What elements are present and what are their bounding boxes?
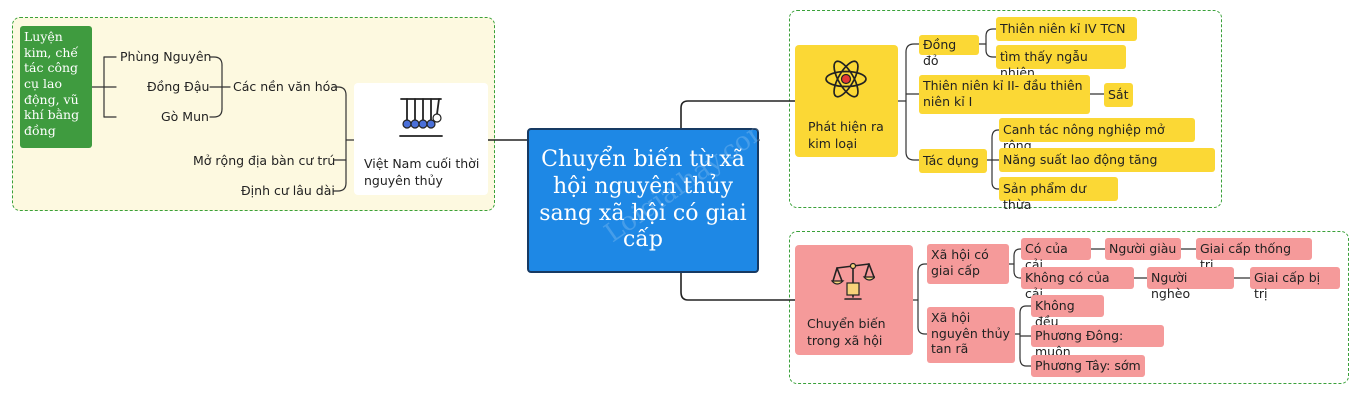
cultures-label[interactable]: Các nền văn hóa bbox=[233, 79, 338, 94]
effect-node[interactable]: Tác dụng bbox=[919, 149, 987, 173]
left-main-card[interactable]: Việt Nam cuối thời nguyên thủy bbox=[354, 83, 488, 195]
poor-label: Người nghèo bbox=[1151, 270, 1191, 301]
effect-farming-node[interactable]: Canh tác nông nghiệp mở rộng bbox=[999, 118, 1195, 153]
metal-main-card[interactable]: Phát hiện ra kim loại bbox=[795, 45, 898, 157]
west-early-node[interactable]: Phương Tây: sớm bbox=[1031, 355, 1145, 377]
iron-node[interactable]: Sắt bbox=[1104, 83, 1133, 107]
ruled-class-label: Giai cấp bị trị bbox=[1254, 270, 1321, 301]
central-topic-label: Chuyển biến từ xã hội nguyên thủy sang x… bbox=[539, 146, 747, 253]
iron-period-label: Thiên niên kỉ II- đầu thiên niên kỉ I bbox=[923, 78, 1083, 109]
settle-long-term[interactable]: Định cư lâu dài bbox=[241, 183, 335, 198]
metal-region bbox=[789, 10, 1222, 208]
culture-dong-dau[interactable]: Đồng Đậu bbox=[147, 79, 210, 94]
scales-icon bbox=[831, 262, 875, 300]
effect-surplus-node[interactable]: Sản phẩm dư thừa bbox=[999, 177, 1118, 212]
society-region bbox=[789, 231, 1349, 384]
rich-label: Người giàu bbox=[1109, 241, 1177, 256]
uneven-node[interactable]: Không đều bbox=[1031, 295, 1104, 329]
society-main-label: Chuyển biến trong xã hội bbox=[807, 316, 886, 348]
metal-main-label: Phát hiện ra kim loại bbox=[808, 119, 884, 151]
metallurgy-box[interactable]: Luyện kim, chế tác công cụ lao động, vũ … bbox=[20, 26, 92, 148]
culture-phung-nguyen[interactable]: Phùng Nguyên bbox=[120, 49, 212, 64]
class-society-label: Xã hội có giai cấp bbox=[931, 247, 989, 278]
east-late-label: Phương Đông: muộn bbox=[1035, 328, 1124, 359]
atom-icon bbox=[825, 60, 867, 98]
copper-time-label: Thiên niên kỉ IV TCN bbox=[1000, 21, 1126, 36]
effect-productivity-node[interactable]: Năng suất lao động tăng bbox=[999, 148, 1215, 172]
west-early-label: Phương Tây: sớm bbox=[1035, 358, 1141, 373]
east-late-node[interactable]: Phương Đông: muộn bbox=[1031, 325, 1164, 359]
expand-territory[interactable]: Mở rộng địa bàn cư trú bbox=[193, 153, 336, 168]
poor-node[interactable]: Người nghèo bbox=[1147, 267, 1234, 301]
uneven-label: Không đều bbox=[1035, 298, 1075, 329]
class-society-node[interactable]: Xã hội có giai cấp bbox=[927, 244, 1009, 284]
copper-time-node[interactable]: Thiên niên kỉ IV TCN bbox=[996, 17, 1137, 41]
newtons-cradle-icon bbox=[399, 98, 443, 137]
rich-node[interactable]: Người giàu bbox=[1105, 238, 1181, 260]
society-main-card[interactable]: Chuyển biến trong xã hội bbox=[795, 245, 913, 355]
central-topic[interactable]: Chuyển biến từ xã hội nguyên thủy sang x… bbox=[527, 128, 759, 273]
decline-node[interactable]: Xã hội nguyên thủy tan rã bbox=[927, 307, 1015, 363]
effect-label: Tác dụng bbox=[923, 153, 979, 168]
effect-surplus-label: Sản phẩm dư thừa bbox=[1003, 181, 1087, 212]
copper-label: Đồng đỏ bbox=[923, 37, 957, 68]
iron-label: Sắt bbox=[1108, 87, 1129, 102]
effect-productivity-label: Năng suất lao động tăng bbox=[1003, 152, 1158, 167]
copper-found-node[interactable]: tìm thấy ngẫu nhiên bbox=[996, 45, 1126, 80]
culture-go-mun[interactable]: Gò Mun bbox=[161, 109, 209, 124]
no-wealth-node[interactable]: Không có của cải bbox=[1021, 267, 1134, 301]
ruled-class-node[interactable]: Giai cấp bị trị bbox=[1250, 267, 1340, 301]
metallurgy-label: Luyện kim, chế tác công cụ lao động, vũ … bbox=[24, 29, 80, 138]
left-main-label: Việt Nam cuối thời nguyên thủy bbox=[364, 156, 480, 188]
ruling-class-node[interactable]: Giai cấp thống trị bbox=[1196, 238, 1312, 272]
decline-label: Xã hội nguyên thủy tan rã bbox=[931, 310, 1010, 357]
iron-period-node[interactable]: Thiên niên kỉ II- đầu thiên niên kỉ I bbox=[919, 75, 1090, 114]
wealth-node[interactable]: Có của cải bbox=[1021, 238, 1091, 272]
copper-node[interactable]: Đồng đỏ bbox=[919, 35, 979, 68]
